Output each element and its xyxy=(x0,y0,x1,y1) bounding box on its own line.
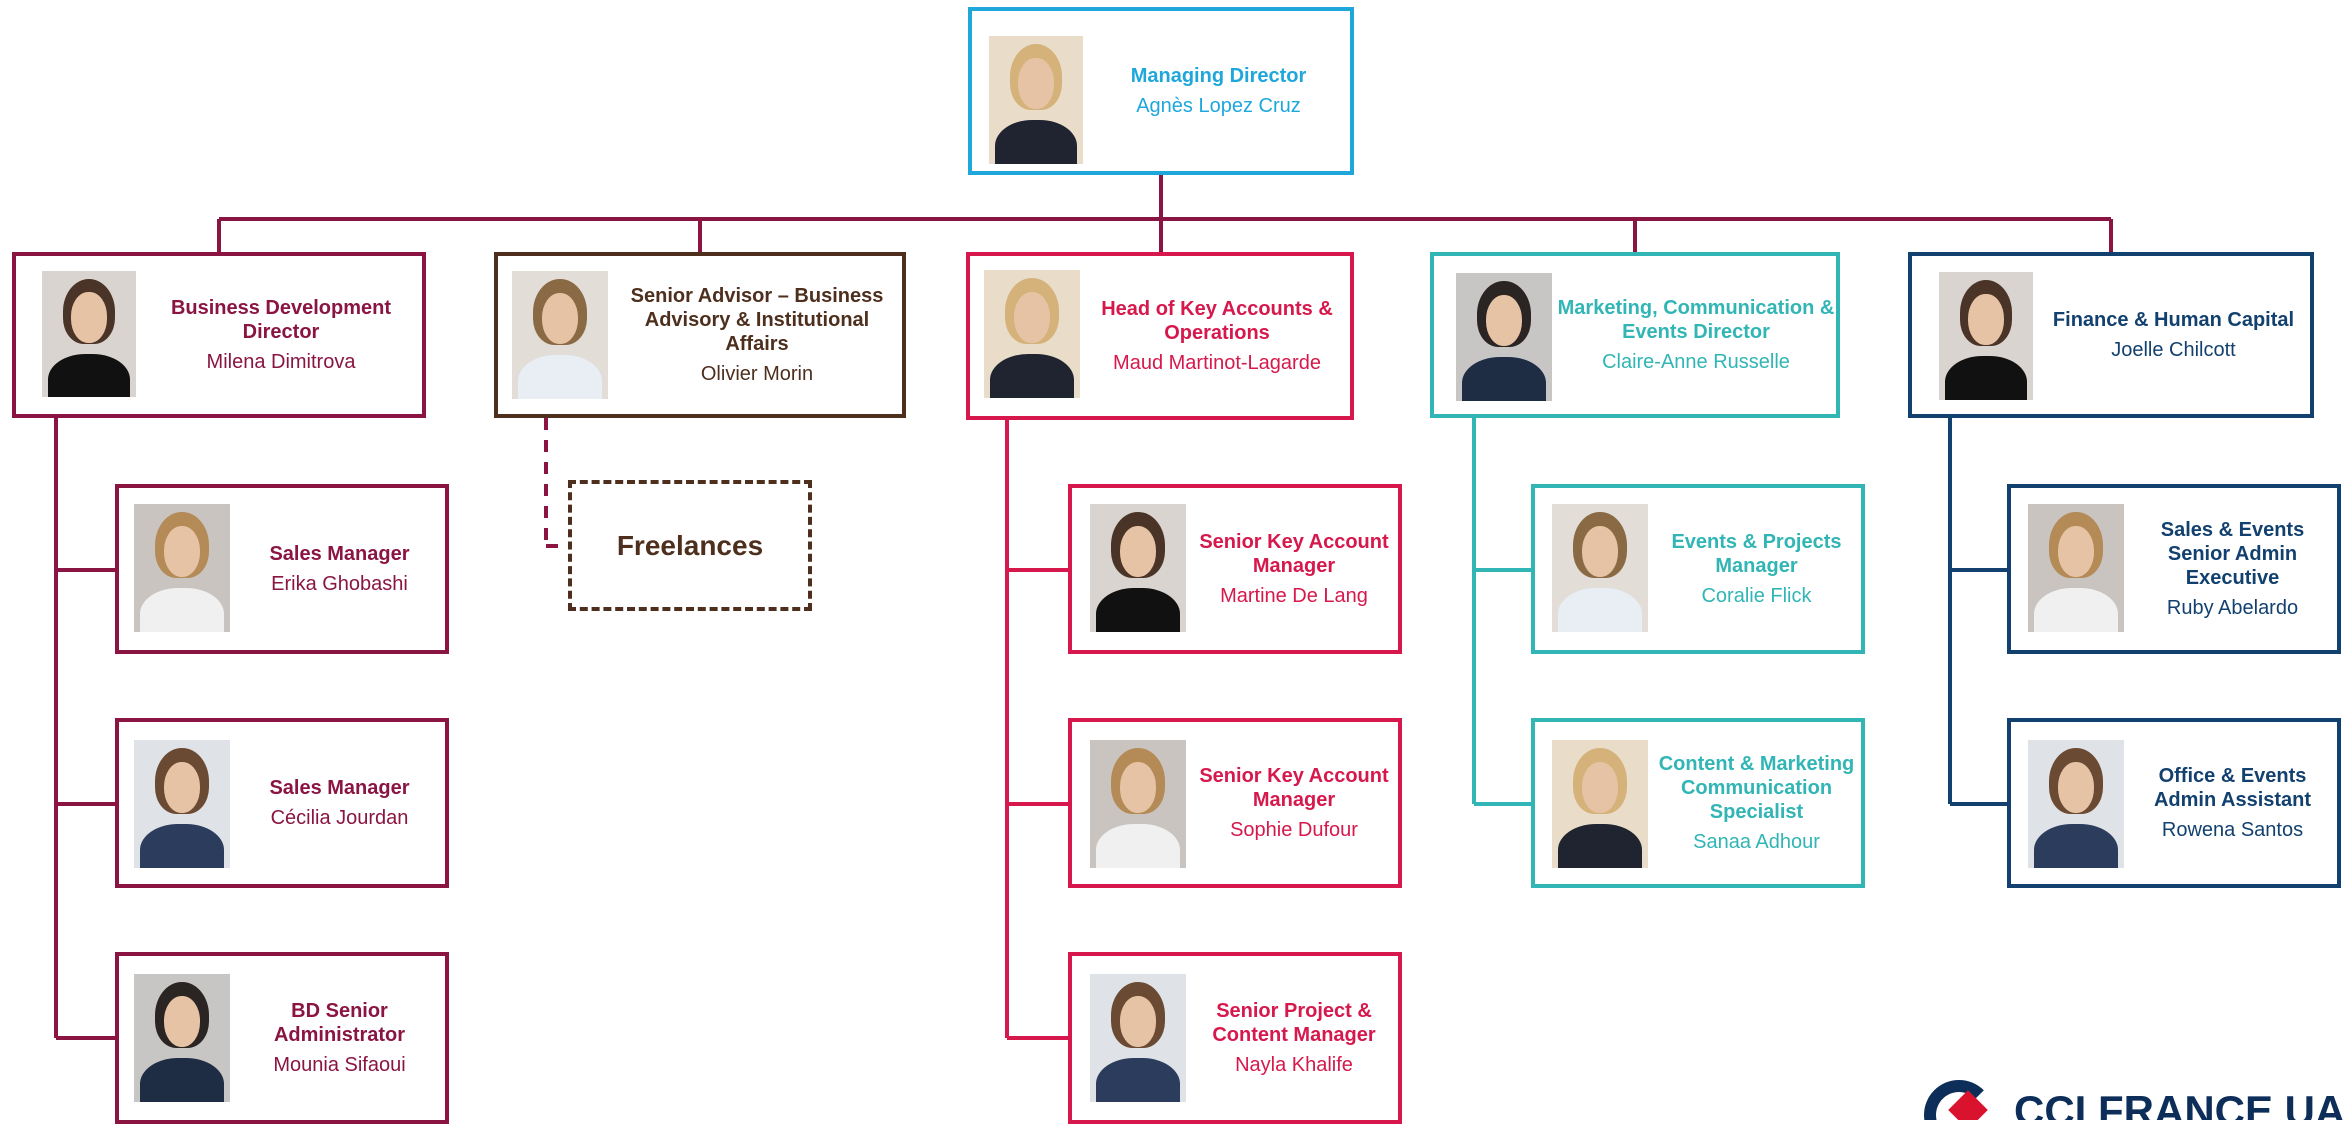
role-title: Finance & Human Capital xyxy=(2052,309,2295,331)
card-sa: Senior Advisor – Business Advisory & Ins… xyxy=(494,252,906,418)
person-name: Claire-Anne Russelle xyxy=(1602,351,1790,373)
person-name: Erika Ghobashi xyxy=(271,573,408,595)
role-title: BD Senior Administrator xyxy=(273,1000,406,1046)
avatar xyxy=(42,271,136,397)
person-name: Coralie Flick xyxy=(1701,585,1812,607)
person-name: Sophie Dufour xyxy=(1230,819,1358,841)
cci-france-uae-logo: CCI FRANCE UAE xyxy=(1920,1072,2343,1120)
card-info: Content & Marketing Communication Specia… xyxy=(1652,722,1861,884)
person-name: Nayla Khalife xyxy=(1235,1054,1353,1076)
person-name: Joelle Chilcott xyxy=(2111,339,2236,361)
avatar xyxy=(2028,504,2124,632)
freelances-box: Freelances xyxy=(568,480,812,611)
avatar xyxy=(989,36,1083,164)
person-name: Mounia Sifaoui xyxy=(273,1054,406,1076)
role-title: Office & Events Admin Assistant xyxy=(2153,765,2312,811)
role-title: Senior Project & Content Manager xyxy=(1212,1000,1376,1046)
role-title: Business Development Director xyxy=(170,297,392,343)
avatar xyxy=(512,271,608,399)
role-title: Senior Key Account Manager xyxy=(1199,531,1389,577)
role-title: Senior Advisor – Business Advisory & Ins… xyxy=(630,285,884,355)
avatar xyxy=(1456,273,1552,401)
role-title: Senior Key Account Manager xyxy=(1199,765,1389,811)
card-mce: Marketing, Communication & Events Direct… xyxy=(1430,252,1840,418)
avatar xyxy=(1552,740,1648,868)
role-title: Head of Key Accounts & Operations xyxy=(1101,298,1333,344)
avatar xyxy=(984,270,1080,398)
person-name: Agnès Lopez Cruz xyxy=(1136,95,1301,117)
avatar xyxy=(1090,504,1186,632)
card-cmcs: Content & Marketing Communication Specia… xyxy=(1531,718,1865,888)
person-name: Olivier Morin xyxy=(700,363,814,385)
role-title: Events & Projects Manager xyxy=(1671,531,1842,577)
avatar xyxy=(134,974,230,1102)
person-name: Sanaa Adhour xyxy=(1693,831,1820,853)
card-info: Senior Advisor – Business Advisory & Ins… xyxy=(612,256,902,414)
role-title: Managing Director xyxy=(1130,65,1307,87)
avatar xyxy=(134,740,230,868)
avatar xyxy=(1939,272,2033,400)
avatar xyxy=(2028,740,2124,868)
logo-text: CCI FRANCE UAE xyxy=(2014,1087,2343,1121)
role-title: Content & Marketing Communication Specia… xyxy=(1658,753,1855,823)
role-title: Marketing, Communication & Events Direct… xyxy=(1557,297,1835,343)
person-name: Martine De Lang xyxy=(1220,585,1368,607)
avatar xyxy=(134,504,230,632)
person-name: Rowena Santos xyxy=(2161,819,2304,841)
avatar xyxy=(1090,974,1186,1102)
card-info: Marketing, Communication & Events Direct… xyxy=(1556,256,1836,414)
avatar xyxy=(1090,740,1186,868)
role-title: Sales Manager xyxy=(269,777,410,799)
role-title: Sales & Events Senior Admin Executive xyxy=(2160,519,2305,589)
avatar xyxy=(1552,504,1648,632)
person-name: Maud Martinot-Lagarde xyxy=(1113,352,1321,374)
person-name: Milena Dimitrova xyxy=(206,351,356,373)
person-name: Ruby Abelardo xyxy=(2166,597,2299,619)
role-title: Sales Manager xyxy=(269,543,410,565)
person-name: Cécilia Jourdan xyxy=(270,807,409,829)
